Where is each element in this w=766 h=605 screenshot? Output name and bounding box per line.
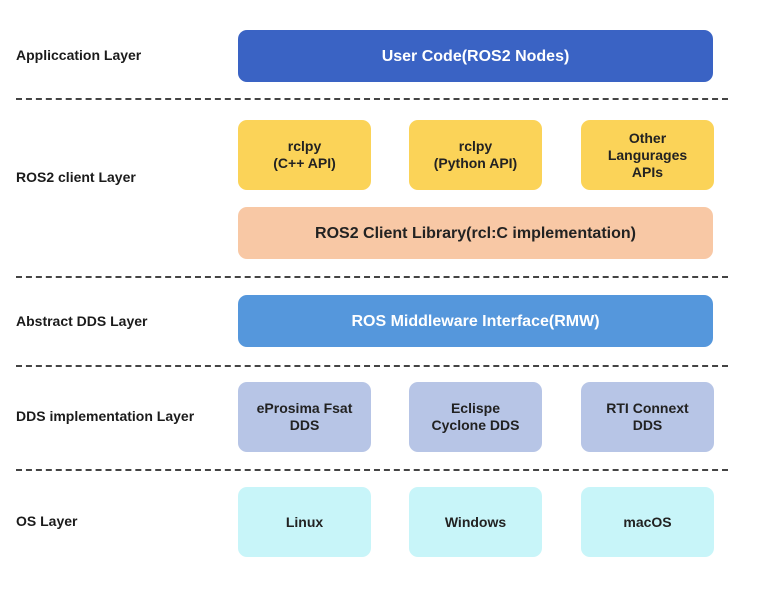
rclcpp-text: rclpy (C++ API) (273, 138, 336, 171)
connext-dds-text: RTI Connext DDS (606, 400, 689, 433)
windows-box: Windows (409, 487, 542, 557)
cyclone-dds-text: Eclispe Cyclone DDS (431, 400, 520, 433)
user-code-box: User Code(ROS2 Nodes) (238, 30, 713, 82)
macos-box: macOS (581, 487, 714, 557)
fastdds-box: eProsima Fsat DDS (238, 382, 371, 452)
rclpy-text: rclpy (Python API) (433, 138, 518, 171)
layer-divider (16, 365, 728, 367)
dds-implementation-layer-label: DDS implementation Layer (16, 408, 195, 424)
layer-divider (16, 98, 728, 100)
linux-box: Linux (238, 487, 371, 557)
rclcpp-box: rclpy (C++ API) (238, 120, 371, 190)
application-layer-label: Appliccation Layer (16, 47, 142, 63)
abstract-dds-layer-label: Abstract DDS Layer (16, 313, 148, 329)
connext-dds-box: RTI Connext DDS (581, 382, 714, 452)
macos-text: macOS (623, 513, 672, 530)
middleware-interface-text: ROS Middleware Interface(RMW) (351, 312, 600, 330)
other-language-apis-box: Other Langurages APIs (581, 120, 714, 190)
os-layer-label: OS Layer (16, 513, 78, 529)
middleware-interface-box: ROS Middleware Interface(RMW) (238, 295, 713, 347)
linux-text: Linux (285, 513, 324, 530)
layer-divider (16, 469, 728, 471)
ros2-client-layer-label: ROS2 client Layer (16, 169, 136, 185)
other-language-apis-text: Other Langurages APIs (607, 129, 688, 180)
user-code-text: User Code(ROS2 Nodes) (381, 47, 570, 65)
client-library-text: ROS2 Client Library(rcl:C implementation… (315, 224, 636, 242)
fastdds-text: eProsima Fsat DDS (256, 400, 353, 433)
rclpy-box: rclpy (Python API) (409, 120, 542, 190)
layer-divider (16, 276, 728, 278)
cyclone-dds-box: Eclispe Cyclone DDS (409, 382, 542, 452)
client-library-box: ROS2 Client Library(rcl:C implementation… (238, 207, 713, 259)
windows-text: Windows (444, 513, 507, 530)
